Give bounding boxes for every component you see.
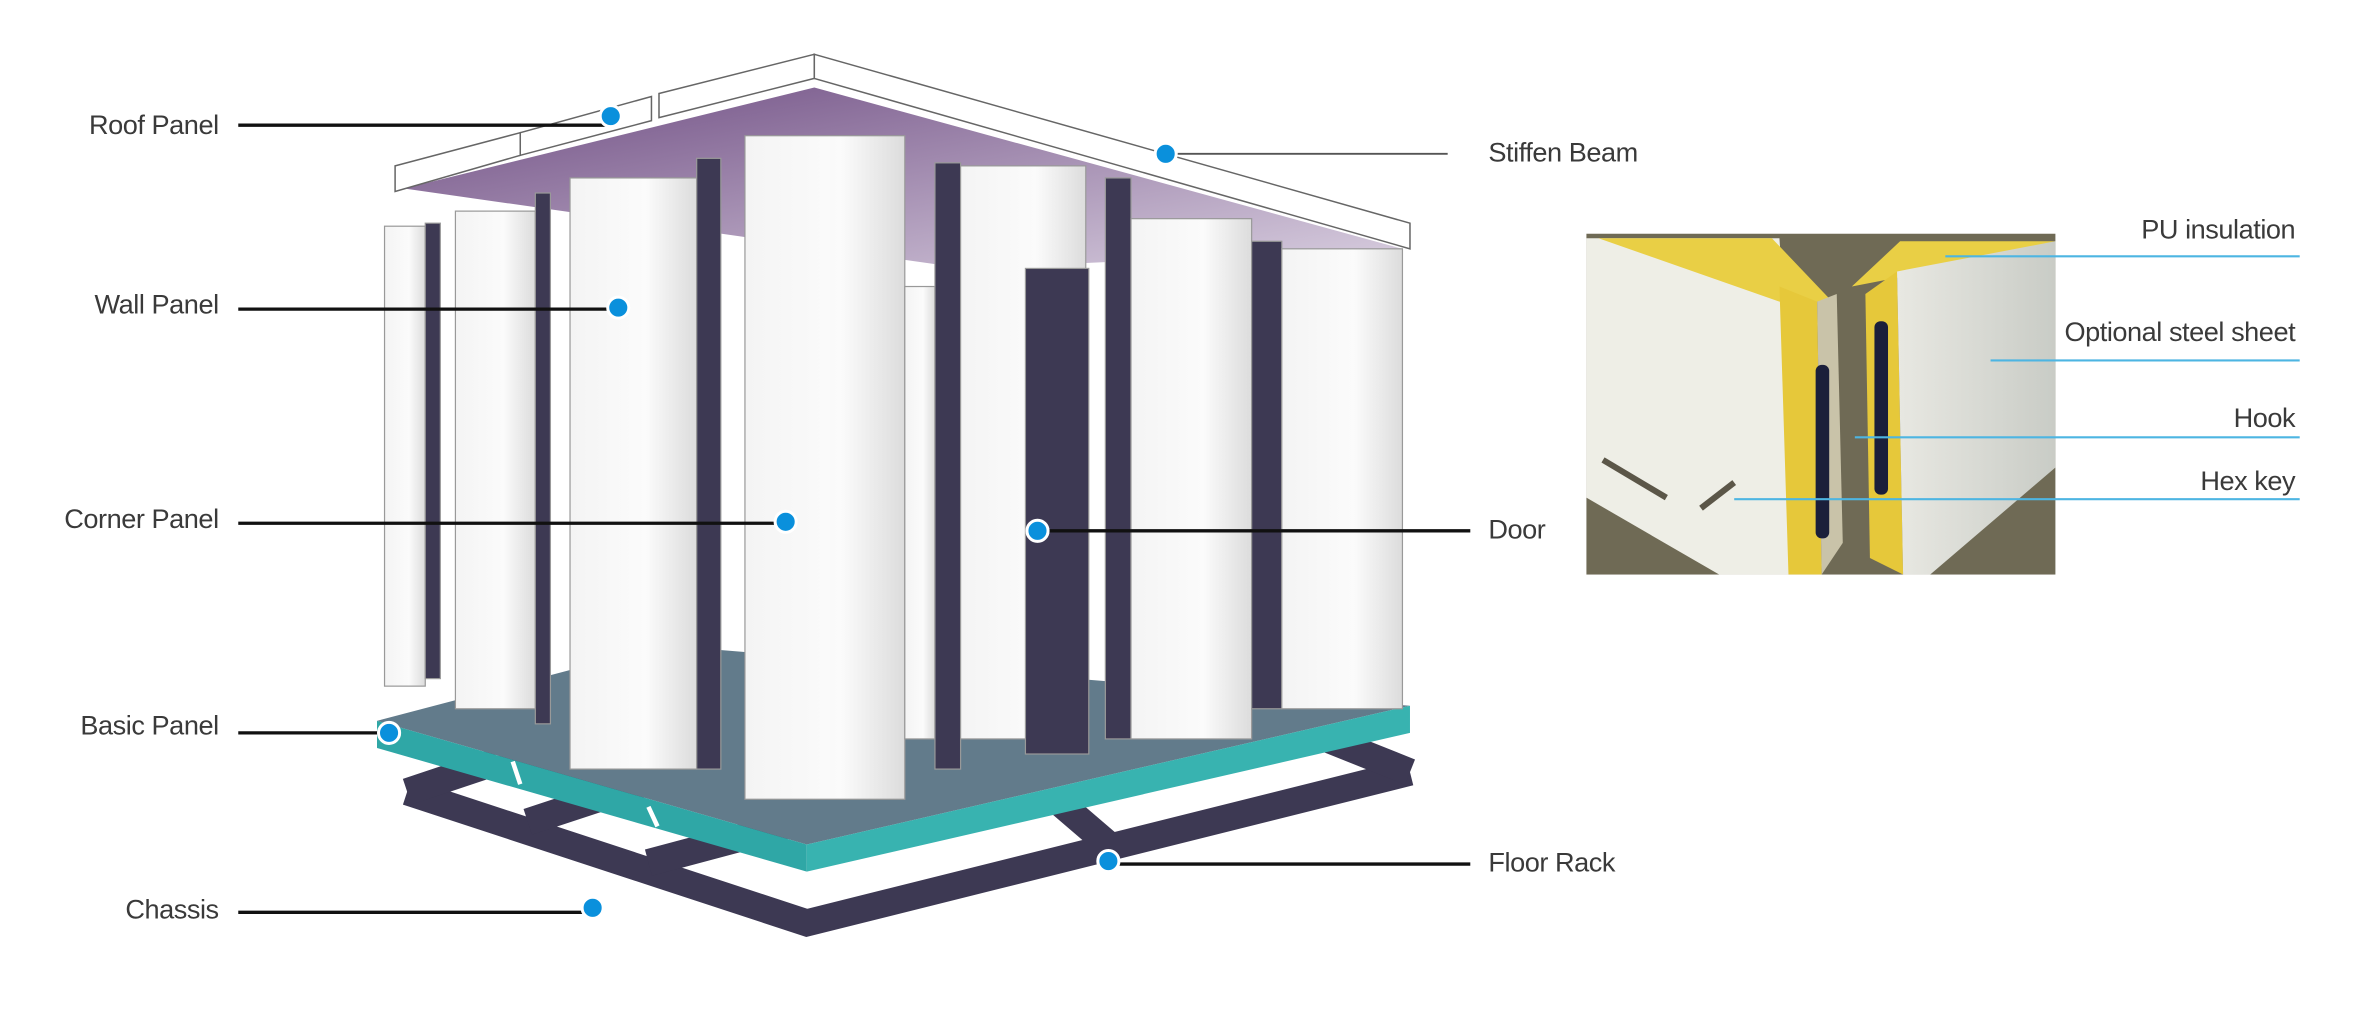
marker-stiffen-beam <box>1153 141 1178 166</box>
label-floor-rack: Floor Rack <box>1488 847 1616 878</box>
marker-basic-panel <box>377 720 402 745</box>
marker-floor-rack <box>1096 849 1121 874</box>
wall-panels <box>383 135 1404 800</box>
label-corner-panel: Corner Panel <box>64 503 218 534</box>
label-hex-key: Hex key <box>2200 465 2296 496</box>
stiffen-beam <box>1104 177 1132 740</box>
marker-roof-panel <box>598 104 623 129</box>
label-optional-steel-sheet: Optional steel sheet <box>2064 316 2296 347</box>
marker-chassis <box>580 895 605 920</box>
label-hook: Hook <box>2234 402 2296 433</box>
marker-wall-panel <box>606 295 631 320</box>
panel-joint-detail-photo <box>1586 233 2056 575</box>
label-pu-insulation: PU insulation <box>2141 213 2295 244</box>
label-door: Door <box>1488 513 1545 544</box>
label-chassis: Chassis <box>125 893 218 924</box>
marker-door <box>1025 518 1050 543</box>
label-stiffen-beam: Stiffen Beam <box>1488 136 1637 167</box>
label-wall-panel: Wall Panel <box>95 289 219 320</box>
label-roof-panel: Roof Panel <box>89 109 219 140</box>
label-basic-panel: Basic Panel <box>80 709 218 740</box>
marker-corner-panel <box>773 509 798 534</box>
corner-panel <box>744 135 906 800</box>
door <box>1024 267 1090 755</box>
